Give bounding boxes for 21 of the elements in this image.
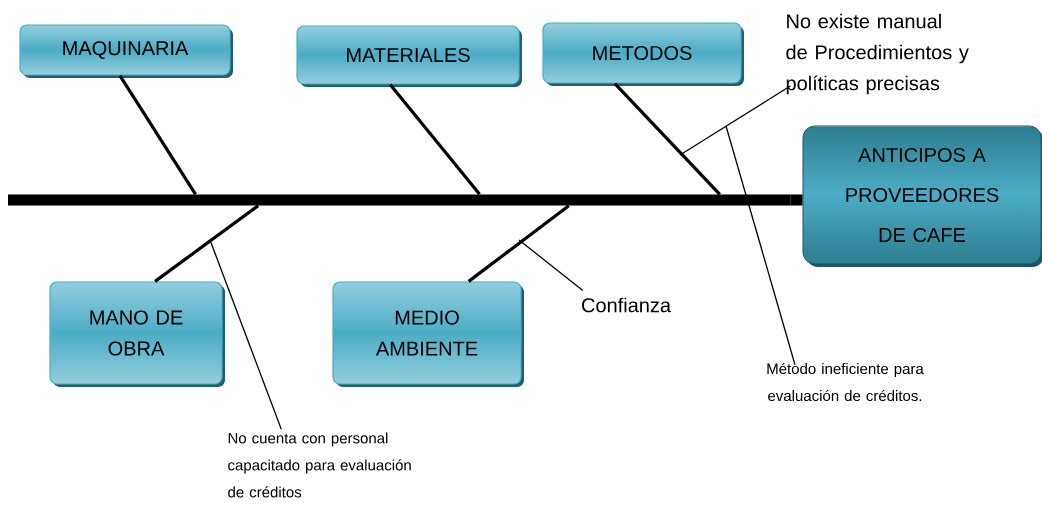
- spine-line: [790, 194, 803, 206]
- leader-line: [518, 239, 584, 292]
- bone-line: [613, 82, 721, 196]
- cause-text: No cuenta con personal capacitado para evaluación de créditos: [228, 432, 411, 498]
- spine-bar: [8, 194, 790, 206]
- bone-line: [388, 83, 481, 196]
- category-box: MANO DE OBRA: [49, 281, 225, 387]
- leader-line: [725, 125, 796, 366]
- leader-line: [209, 239, 282, 430]
- category-box: MEDIO AMBIENTE: [332, 281, 524, 387]
- category-box: METODOS: [542, 22, 744, 86]
- bone-line: [154, 204, 260, 283]
- cause-text: Confianza: [582, 297, 672, 313]
- category-box: MATERIALES: [296, 25, 522, 87]
- category-box: MAQUINARIA: [19, 24, 233, 78]
- cause-text: Método ineficiente para evaluación de créditos.: [767, 362, 924, 402]
- cause-text: No existe manual de Procedimientos y políticas precisas: [786, 13, 969, 95]
- bone-line: [467, 204, 570, 283]
- effect-box: ANTICIPOS A PROVEEDORES DE CAFE: [802, 125, 1042, 267]
- leader-line: [679, 85, 791, 156]
- bone-line: [118, 74, 197, 196]
